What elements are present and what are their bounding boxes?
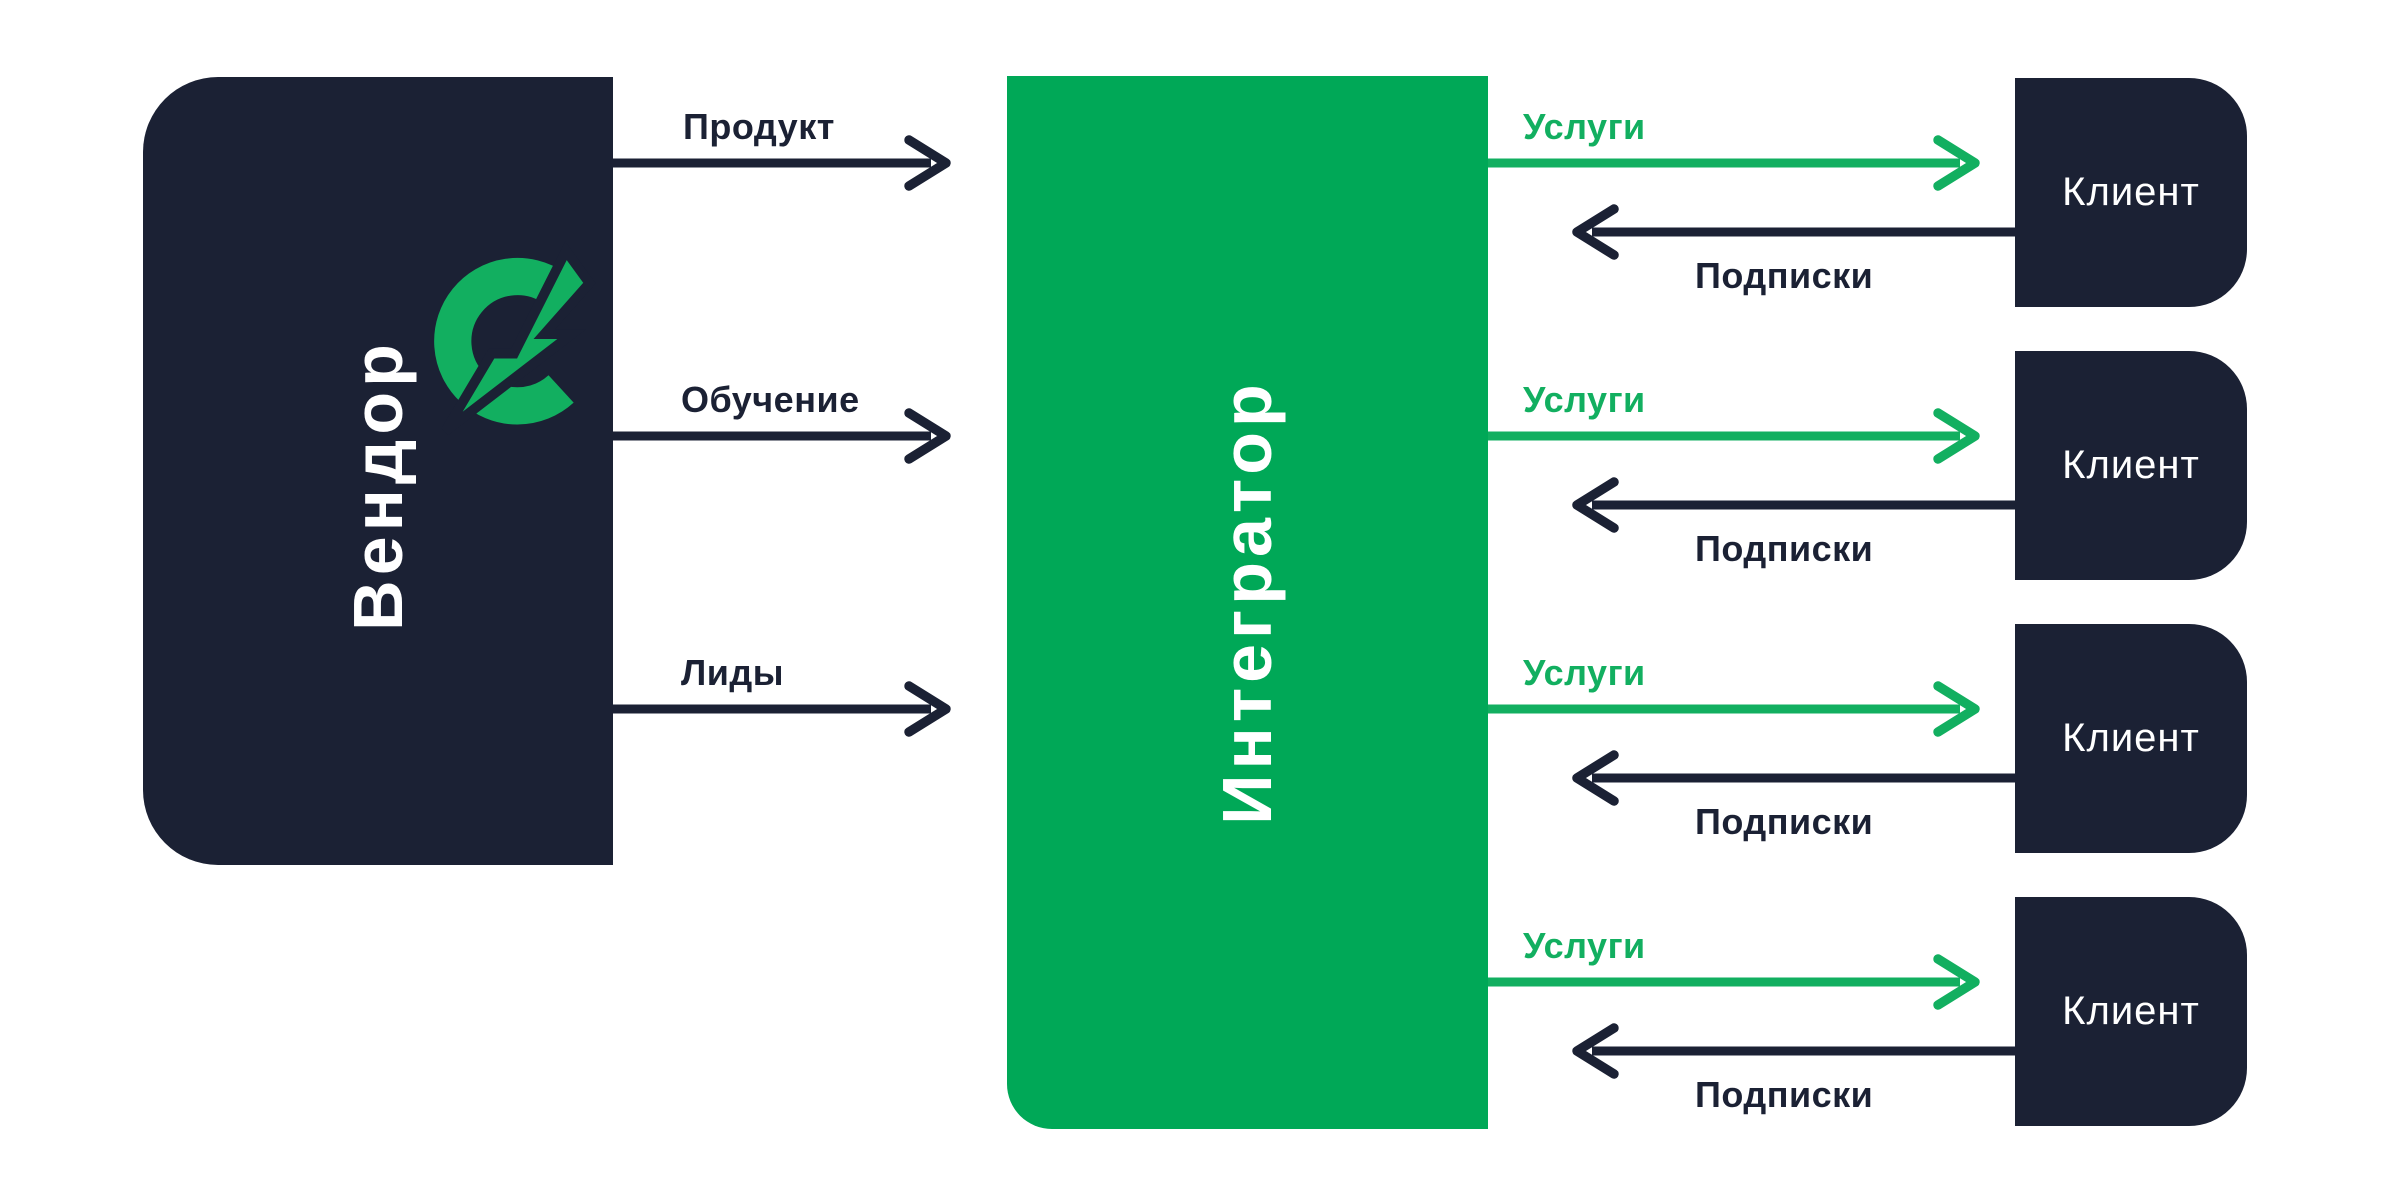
integrator-box — [1007, 76, 1488, 1129]
vendor-title: Вендор — [339, 339, 417, 631]
subscriptions-label: Подписки — [1695, 801, 1874, 842]
subscriptions-label: Подписки — [1695, 255, 1874, 296]
integrator-title: Интегратор — [1208, 379, 1286, 825]
subscriptions-arrow-left-icon — [1572, 477, 2016, 533]
services-arrow-right-icon — [1488, 135, 1980, 191]
arrow-right-icon-training — [613, 408, 951, 464]
services-arrow-right-icon — [1488, 954, 1980, 1010]
services-label: Услуги — [1523, 106, 1646, 147]
flow-label-product: Продукт — [683, 106, 835, 147]
vendor-logo-icon — [434, 241, 596, 435]
client-box: Клиент — [2015, 897, 2247, 1126]
services-arrow-right-icon — [1488, 681, 1980, 737]
client-box: Клиент — [2015, 351, 2247, 580]
client-box: Клиент — [2015, 624, 2247, 853]
services-label: Услуги — [1523, 379, 1646, 420]
subscriptions-arrow-left-icon — [1572, 750, 2016, 806]
subscriptions-arrow-left-icon — [1572, 204, 2016, 260]
client-label: Клиент — [2062, 443, 2200, 487]
subscriptions-arrow-left-icon — [1572, 1023, 2016, 1079]
services-label: Услуги — [1523, 652, 1646, 693]
subscriptions-label: Подписки — [1695, 528, 1874, 569]
client-label: Клиент — [2062, 170, 2200, 214]
flow-label-training: Обучение — [681, 379, 860, 420]
client-label: Клиент — [2062, 989, 2200, 1033]
vendor-box — [143, 77, 613, 865]
arrow-right-icon-leads — [613, 681, 951, 737]
client-box: Клиент — [2015, 78, 2247, 307]
subscriptions-label: Подписки — [1695, 1074, 1874, 1115]
services-arrow-right-icon — [1488, 408, 1980, 464]
services-label: Услуги — [1523, 925, 1646, 966]
flow-label-leads: Лиды — [681, 652, 784, 693]
arrow-right-icon-product — [613, 135, 951, 191]
client-label: Клиент — [2062, 716, 2200, 760]
